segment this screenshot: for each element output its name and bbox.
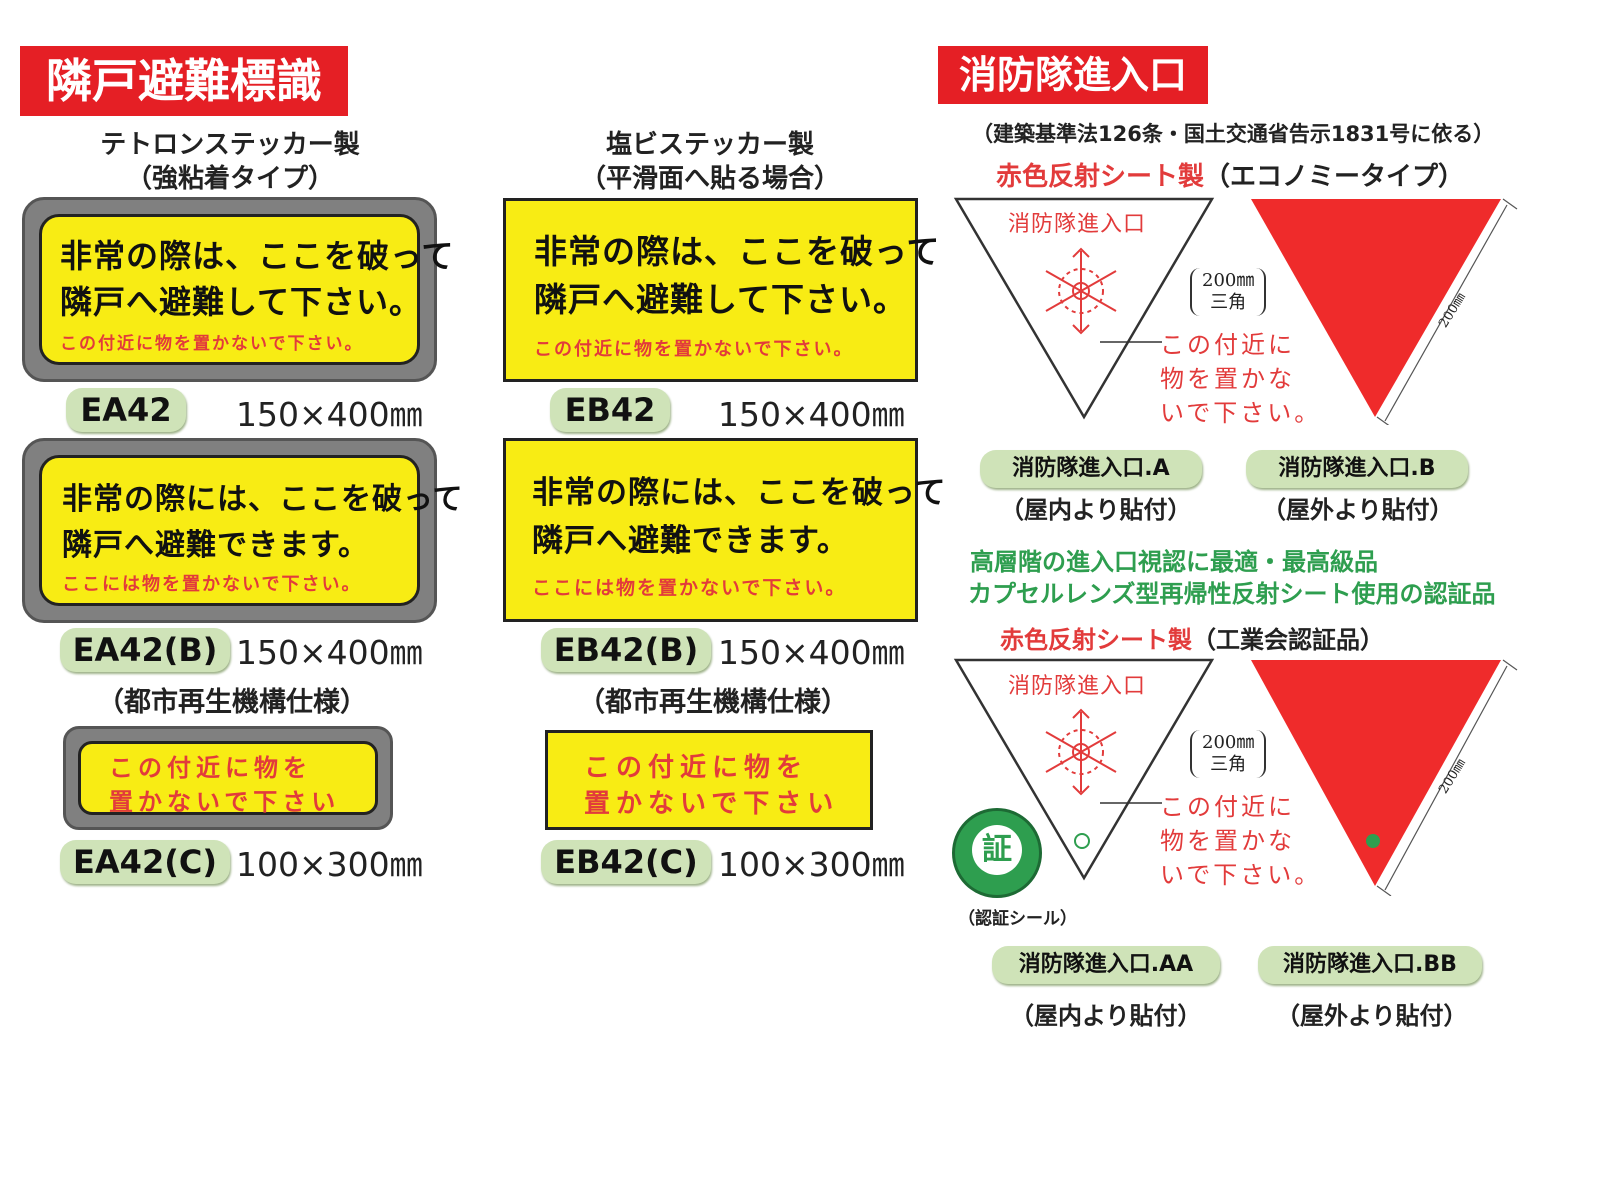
- product-size-eb42c: 100×300㎜: [718, 845, 905, 884]
- caution-line: 物を置かな: [1160, 827, 1295, 855]
- sign-main-text: 隣戸へ避難できます。: [62, 528, 369, 563]
- section1-heading: 赤色反射シート製（エコノミータイプ）: [996, 156, 1464, 193]
- product-code-eb42c: EB42(C): [541, 840, 711, 884]
- sign-small-text: ここには物を置かないで下さい。: [532, 577, 847, 599]
- product-code-eb42b: EB42(B): [541, 628, 711, 672]
- caution-line: 物を置かな: [1160, 365, 1295, 393]
- sign-main-text: 非常の際は、ここを破って: [534, 232, 941, 271]
- triangle-text: 消防隊進入口: [1008, 212, 1147, 237]
- product-code-ea42c: EA42(C): [60, 840, 230, 884]
- sign-main-text: 非常の際は、ここを破って: [60, 237, 455, 275]
- dimension-value: 200㎜: [1202, 270, 1255, 291]
- product-code-fire-aa: 消防隊進入口.AA: [992, 946, 1220, 984]
- feature-line-2: カプセルレンズ型再帰性反射シート使用の認証品: [968, 580, 1496, 608]
- sign-small-text: 置かないで下さい: [109, 787, 341, 816]
- feature-line-1: 高層階の進入口視認に最適・最高級品: [970, 548, 1378, 576]
- sign-main-text: 非常の際には、ここを破って: [62, 482, 464, 517]
- seal-character: 証: [972, 825, 1022, 875]
- section2-heading-red: 赤色反射シート製: [1000, 626, 1192, 654]
- mount-note-outside: （屋外より貼付）: [1262, 496, 1454, 524]
- caution-line: この付近に: [1160, 793, 1295, 821]
- sign-small-text: この付近に物を: [584, 753, 809, 783]
- sign-ea42b: 非常の際には、ここを破って 隣戸へ避難できます。 ここには物を置かないで下さい。: [22, 438, 463, 623]
- law-note: （建築基準法126条・国土交通省告示1831号に依る）: [972, 122, 1495, 146]
- sign-eb42b: 非常の際には、ここを破って 隣戸へ避難できます。 ここには物を置かないで下さい。: [503, 438, 945, 622]
- sign-ea42: 非常の際は、ここを破って 隣戸へ避難して下さい。 この付近に物を置かないで下さい…: [22, 197, 453, 382]
- spec-note-ur: （都市再生機構仕様）: [97, 687, 367, 718]
- triangle-text: 消防隊進入口: [1008, 674, 1147, 699]
- sign-main-text: 隣戸へ避難して下さい。: [534, 280, 908, 319]
- spec-note-ur: （都市再生機構仕様）: [578, 687, 848, 718]
- section2-heading-black: （工業会認証品）: [1192, 626, 1384, 654]
- sign-main-text: 隣戸へ避難できます。: [532, 523, 849, 559]
- sign-small-text: 置かないで下さい: [584, 789, 840, 819]
- section-title-evacuation: 隣戸避難標識: [20, 46, 348, 116]
- sign-eb42: 非常の際は、ここを破って 隣戸へ避難して下さい。 この付近に物を置かないで下さい…: [503, 198, 939, 382]
- material-label-tetoron: テトロンステッカー製: [100, 130, 360, 160]
- mount-note-outside: （屋外より貼付）: [1276, 1002, 1468, 1030]
- section1-heading-black: （エコノミータイプ）: [1204, 162, 1465, 192]
- section-title-fire-entry: 消防隊進入口: [938, 46, 1208, 104]
- material-sub-tetoron: （強粘着タイプ）: [125, 164, 334, 194]
- sign-ea42c: この付近に物を 置かないで下さい: [63, 726, 393, 830]
- dimension-label: 200㎜ 三角: [1190, 268, 1267, 316]
- product-size-ea42c: 100×300㎜: [236, 845, 423, 884]
- mount-note-inside: （屋内より貼付）: [1010, 1002, 1202, 1030]
- product-size-ea42: 150×400㎜: [236, 395, 423, 434]
- mount-note-inside: （屋内より貼付）: [1000, 496, 1192, 524]
- product-code-ea42: EA42: [66, 388, 186, 432]
- triangle-sign-b: [1251, 198, 1518, 425]
- caution-text: この付近に 物を置かな いで下さい。: [1160, 328, 1321, 430]
- product-size-ea42b: 150×400㎜: [236, 633, 423, 672]
- triangle-sign-a: [953, 197, 1215, 420]
- dimension-shape: 三角: [1210, 754, 1247, 775]
- triangle-sign-aa: [953, 658, 1215, 881]
- sign-main-text: 隣戸へ避難して下さい。: [60, 283, 423, 321]
- product-code-fire-b: 消防隊進入口.B: [1246, 450, 1468, 488]
- product-code-fire-a: 消防隊進入口.A: [980, 450, 1202, 488]
- certification-seal-icon: 証: [952, 808, 1042, 898]
- product-size-eb42: 150×400㎜: [718, 395, 905, 434]
- sign-small-text: この付近に物を置かないで下さい。: [534, 339, 854, 360]
- material-label-pvc: 塩ビステッカー製: [605, 130, 814, 160]
- sign-small-text: この付近に物を: [109, 753, 312, 782]
- product-code-eb42: EB42: [550, 388, 670, 432]
- caution-line: いで下さい。: [1160, 861, 1322, 889]
- section2-heading: 赤色反射シート製（工業会認証品）: [1000, 620, 1384, 655]
- material-sub-pvc: （平滑面へ貼る場合）: [579, 164, 840, 194]
- seal-caption: （認証シール）: [958, 909, 1077, 929]
- dimension-label: 200㎜ 三角: [1190, 730, 1267, 778]
- section1-heading-red: 赤色反射シート製: [996, 162, 1205, 192]
- product-code-fire-bb: 消防隊進入口.BB: [1258, 946, 1482, 984]
- caution-text: この付近に 物を置かな いで下さい。: [1160, 790, 1321, 892]
- dimension-value: 200㎜: [1202, 732, 1255, 753]
- caution-line: いで下さい。: [1160, 399, 1322, 427]
- product-size-eb42b: 150×400㎜: [718, 633, 905, 672]
- sign-main-text: 非常の際には、ここを破って: [532, 475, 947, 511]
- product-code-ea42b: EA42(B): [60, 628, 230, 672]
- caution-line: この付近に: [1160, 331, 1295, 359]
- sign-small-text: ここには物を置かないで下さい。: [62, 574, 362, 595]
- sign-eb42c: この付近に物を 置かないで下さい: [545, 730, 873, 830]
- triangle-sign-bb: [1251, 659, 1518, 896]
- dimension-shape: 三角: [1210, 292, 1247, 313]
- sign-small-text: この付近に物を置かないで下さい。: [60, 334, 364, 354]
